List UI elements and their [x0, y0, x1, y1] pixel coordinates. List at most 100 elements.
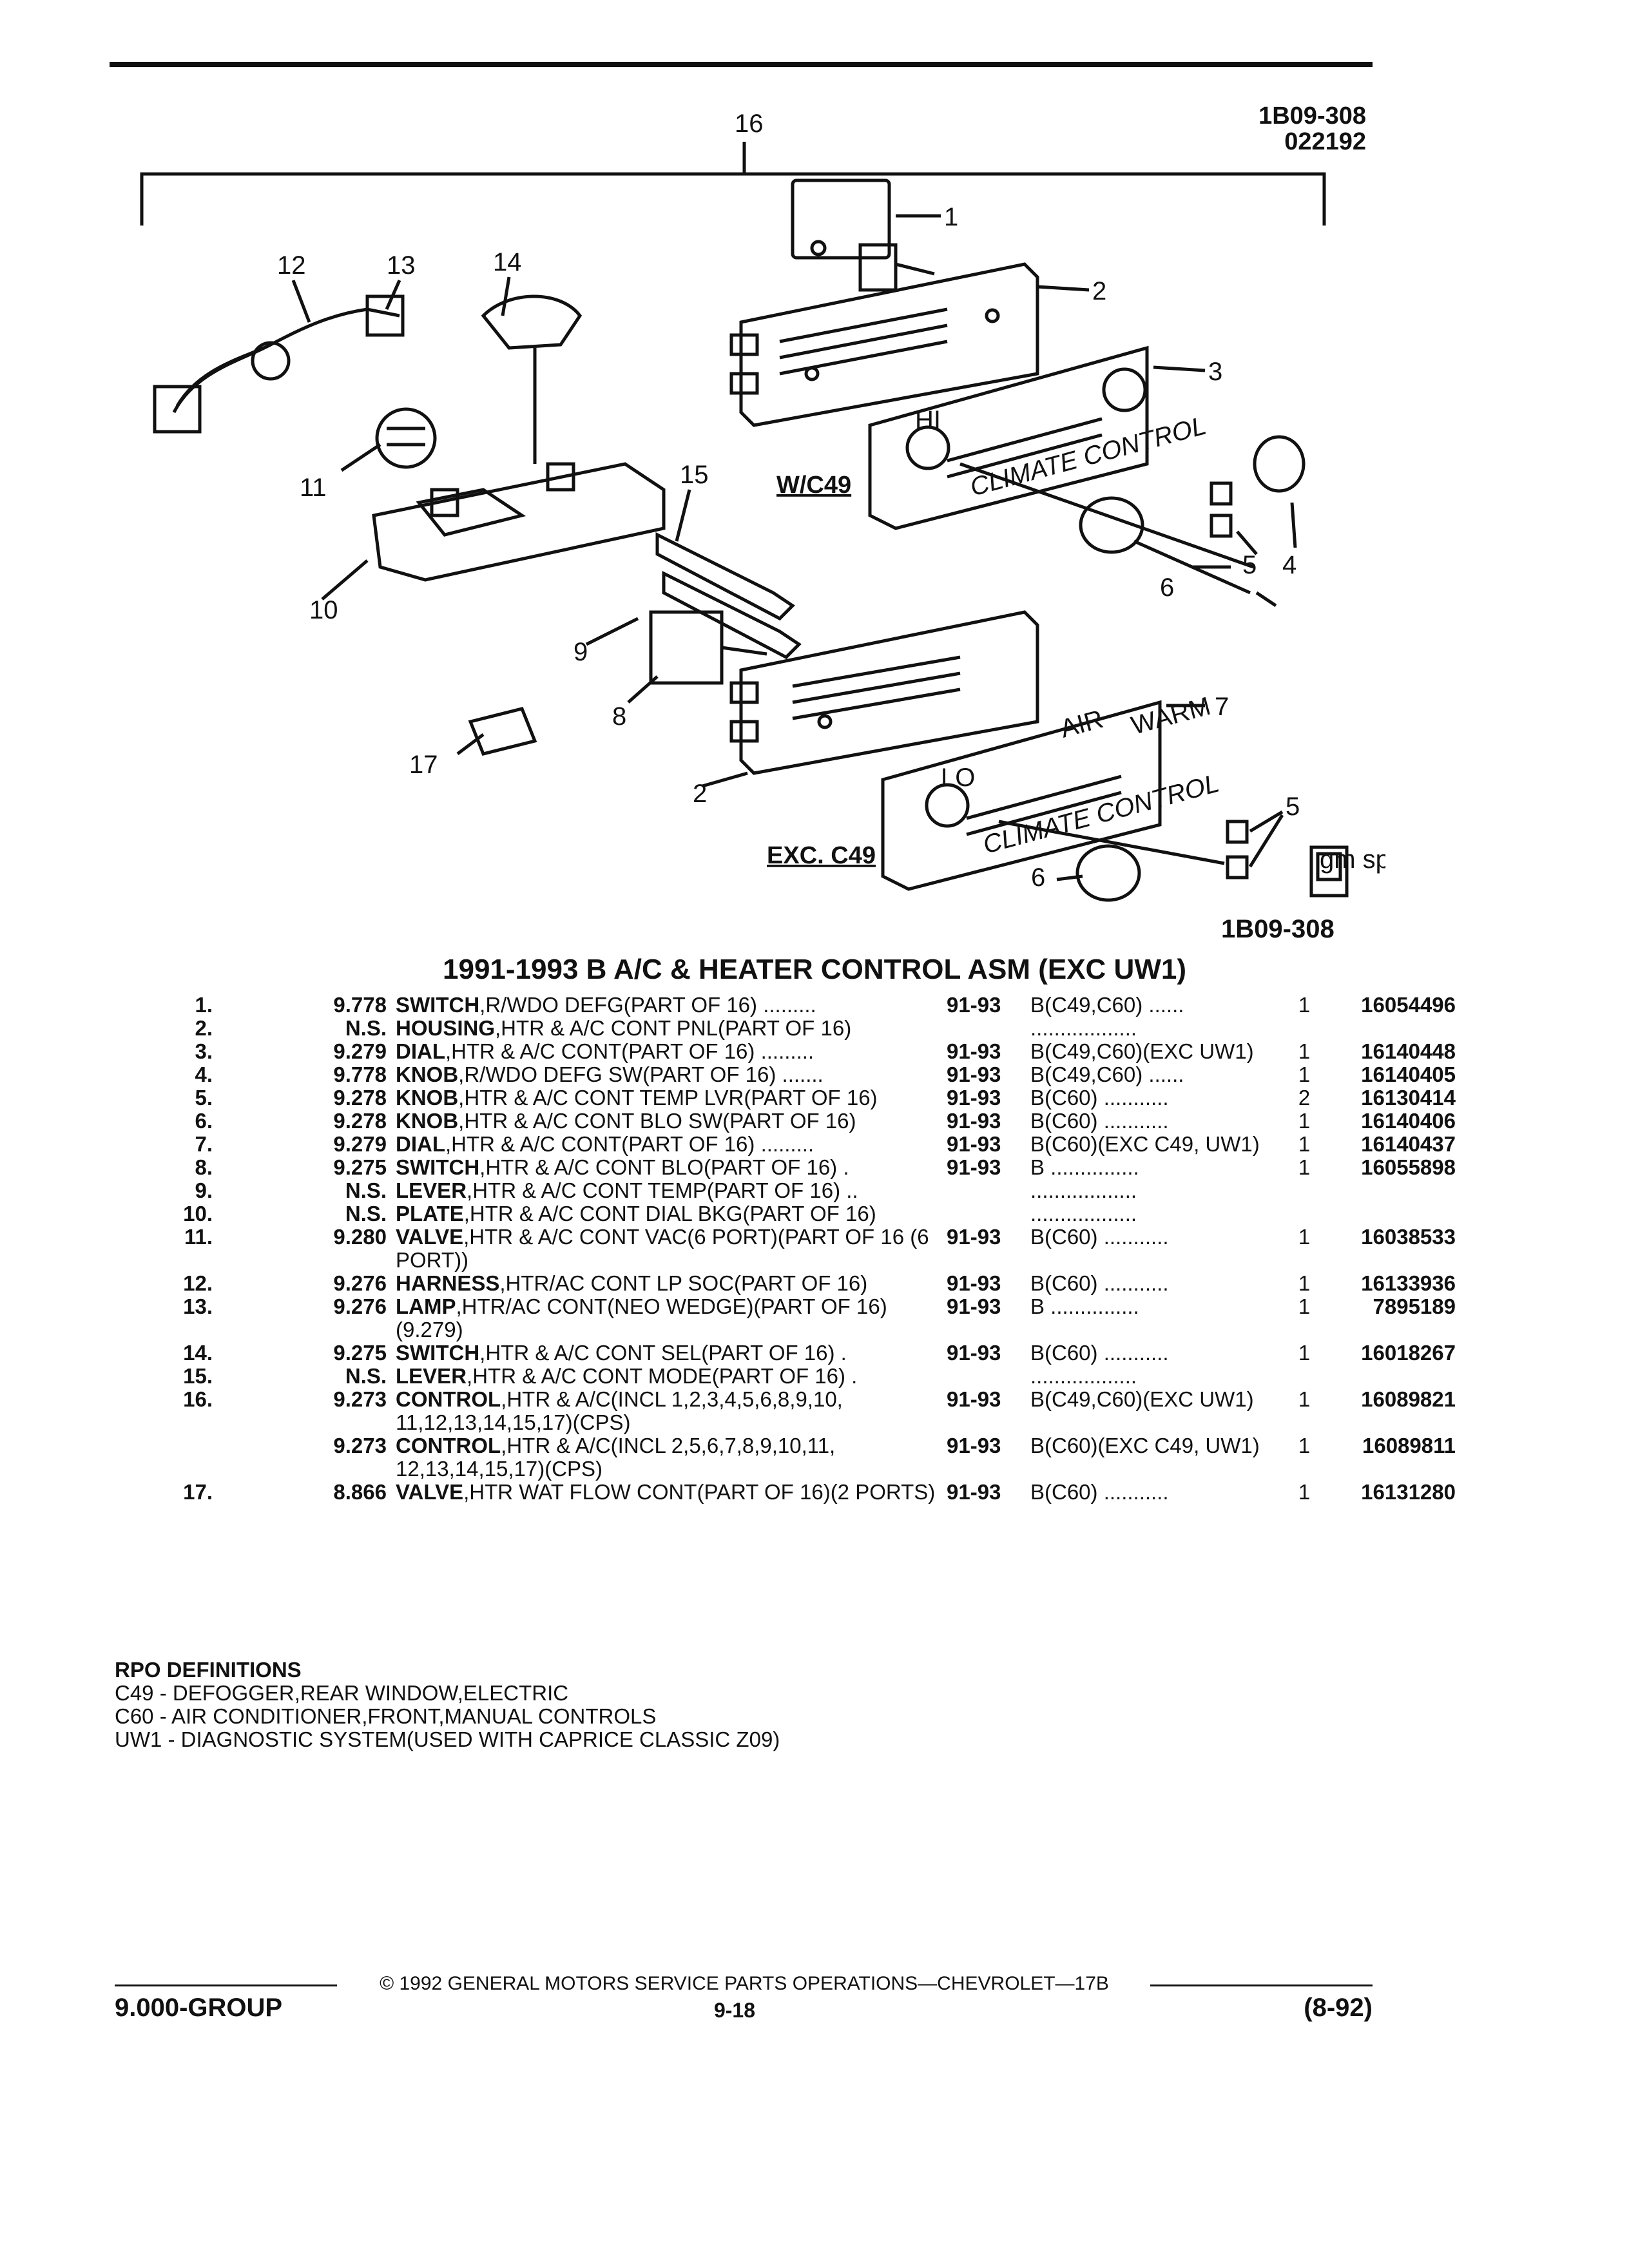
item-number: 4.	[195, 1062, 213, 1086]
part-description: HOUSING,HTR & A/C CONT PNL(PART OF 16)	[396, 1017, 947, 1040]
part-number: 16140448	[1361, 1039, 1456, 1063]
part-number: 16054496	[1361, 993, 1456, 1017]
part-number: 16140437	[1361, 1132, 1456, 1156]
model-years	[947, 1365, 1030, 1388]
usage: B(C60)(EXC C49, UW1)	[1030, 1434, 1260, 1457]
part-description: KNOB,HTR & A/C CONT TEMP LVR(PART OF 16)	[396, 1086, 947, 1110]
panel-air-text: AIR	[1057, 705, 1106, 744]
callout-12: 12	[277, 251, 306, 280]
model-years: 91-93	[947, 1225, 1001, 1249]
part-detail: ,HTR & A/C CONT(PART OF 16) .........	[445, 1132, 815, 1156]
upper-panel-text: CLIMATE CONTROL	[967, 412, 1210, 502]
item-number: 5.	[195, 1086, 213, 1110]
usage: ..................	[1030, 1178, 1137, 1202]
item-number: 3.	[195, 1039, 213, 1063]
item-number: 8.	[195, 1155, 213, 1179]
temp-knob-5c	[1226, 820, 1249, 844]
usage: B(C60) ...........	[1030, 1271, 1169, 1295]
item-number: 12.	[183, 1271, 213, 1295]
part-name: PLATE	[396, 1202, 464, 1225]
group-number: 8.866	[333, 1480, 387, 1504]
callout-6-upper: 6	[1160, 573, 1174, 602]
item-number: 1.	[195, 993, 213, 1017]
harness-socket	[153, 385, 202, 434]
part-number: 7895189	[1373, 1294, 1456, 1318]
parts-diagram: CLIMATE CONTROL CLIMATE CONTROL AIR WARM…	[140, 110, 1385, 943]
part-description: LEVER,HTR & A/C CONT TEMP(PART OF 16) ..	[396, 1179, 947, 1202]
model-years: 91-93	[947, 1109, 1001, 1133]
footer-page-number: 9-18	[713, 1999, 756, 2022]
part-description: VALVE,HTR WAT FLOW CONT(PART OF 16)(2 PO…	[396, 1481, 947, 1504]
usage: B(C49,C60)(EXC UW1)	[1030, 1387, 1254, 1411]
part-detail: ,HTR & A/C CONT SEL(PART OF 16) .	[479, 1341, 847, 1365]
part-name: VALVE	[396, 1225, 464, 1249]
lower-dial-face	[881, 700, 1162, 891]
part-name: SWITCH	[396, 1155, 480, 1179]
group-number: 9.273	[333, 1434, 387, 1457]
part-name: CONTROL	[396, 1387, 501, 1411]
usage: B(C60) ...........	[1030, 1341, 1169, 1365]
part-number: 16131280	[1361, 1480, 1456, 1504]
model-years: 91-93	[947, 1387, 1001, 1411]
part-description: SWITCH,R/WDO DEFG(PART OF 16) .........	[396, 994, 947, 1017]
assembly-bracket	[140, 172, 1326, 226]
usage: B ...............	[1030, 1155, 1139, 1179]
part-detail: ,HTR/AC CONT(NEO WEDGE)(PART OF 16)(9.27…	[396, 1294, 887, 1341]
callout-5-upper: 5	[1242, 551, 1257, 579]
usage: B(C60)(EXC C49, UW1)	[1030, 1132, 1260, 1156]
group-number: 9.273	[333, 1387, 387, 1411]
water-flow-valve	[468, 707, 537, 756]
usage: B(C60) ...........	[1030, 1109, 1169, 1133]
part-description: KNOB,HTR & A/C CONT BLO SW(PART OF 16)	[396, 1110, 947, 1133]
item-number: 14.	[183, 1341, 213, 1365]
callout-8: 8	[612, 702, 626, 731]
part-number: 16140406	[1361, 1109, 1456, 1133]
usage: ..................	[1030, 1202, 1137, 1225]
variant-label-with-c49: W/C49	[776, 472, 851, 499]
part-name: KNOB	[396, 1086, 459, 1110]
model-years: 91-93	[947, 1039, 1001, 1063]
group-number: 9.276	[333, 1294, 387, 1318]
quantity: 1	[1298, 1341, 1311, 1365]
quantity	[1282, 1202, 1327, 1225]
model-years: 91-93	[947, 1294, 1001, 1318]
group-number: 9.778	[333, 1062, 387, 1086]
variant-label-exc-c49: EXC. C49	[767, 842, 876, 869]
part-detail: ,R/WDO DEFG SW(PART OF 16) .......	[458, 1062, 824, 1086]
part-description: PLATE,HTR & A/C CONT DIAL BKG(PART OF 16…	[396, 1202, 947, 1225]
group-number: 9.279	[333, 1132, 387, 1156]
group-number: 9.280	[333, 1225, 387, 1249]
callout-9: 9	[574, 638, 588, 666]
part-description: CONTROL,HTR & A/C(INCL 1,2,3,4,5,6,8,9,1…	[396, 1388, 947, 1434]
usage: B(C60) ...........	[1030, 1480, 1169, 1504]
model-years: 91-93	[947, 1341, 1001, 1365]
model-years: 91-93	[947, 1271, 1001, 1295]
lamp-bulb	[365, 294, 405, 337]
parts-row: 5. 9.278 KNOB,HTR & A/C CONT TEMP LVR(PART…	[142, 1086, 1456, 1110]
group-number: 9.279	[333, 1039, 387, 1063]
item-number	[142, 1434, 213, 1481]
model-years: 91-93	[947, 1086, 1001, 1110]
parts-table: 1. 9.778 SWITCH,R/WDO DEFG(PART OF 16) ...…	[142, 994, 1456, 1504]
part-number: 16089821	[1361, 1387, 1456, 1411]
parts-row: 2.N.S.HOUSING,HTR & A/C CONT PNL(PART OF…	[142, 1017, 1456, 1040]
blower-knob-6-upper	[1079, 496, 1144, 554]
diagram-date: 022192	[1284, 128, 1366, 155]
part-number	[1327, 1017, 1456, 1040]
quantity: 2	[1298, 1086, 1311, 1110]
part-detail: ,HTR & A/C CONT VAC(6 PORT)(PART OF 16 (…	[396, 1225, 929, 1272]
group-number: 9.278	[333, 1086, 387, 1110]
callout-5-lower: 5	[1286, 793, 1300, 821]
panel-hi-text: HI	[915, 406, 941, 434]
selector-switch	[481, 294, 583, 350]
part-name: KNOB	[396, 1062, 459, 1086]
part-description: KNOB,R/WDO DEFG SW(PART OF 16) .......	[396, 1063, 947, 1086]
lower-housing	[739, 610, 1039, 775]
